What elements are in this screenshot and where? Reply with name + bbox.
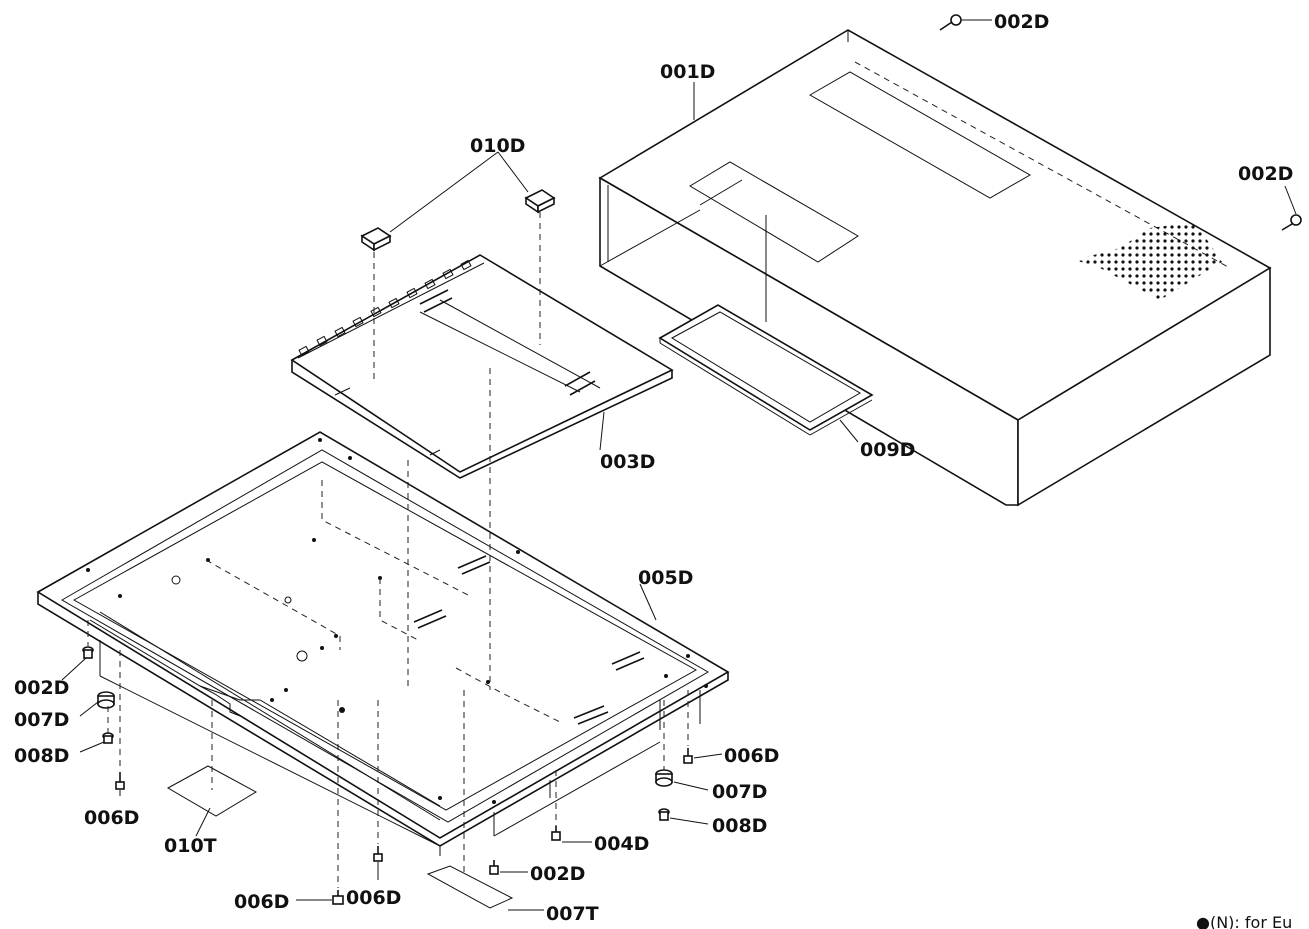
label-006D-left: 006D: [84, 807, 139, 829]
screw-002D-bottom: [489, 860, 499, 875]
label-002D-top: 002D: [994, 11, 1049, 33]
label-002D-left: 002D: [14, 677, 69, 699]
top-cover-001D: [598, 29, 1272, 507]
filter-panel-009D: [658, 304, 874, 436]
label-006D-mid: 006D: [346, 887, 401, 909]
screw-004D: [551, 826, 561, 841]
sheet-010T: [166, 765, 258, 817]
screw-006D-bottom: [332, 890, 344, 905]
leader-lines: [61, 19, 1297, 911]
screw-008D-right: [658, 808, 670, 821]
label-007D-right: 007D: [712, 781, 767, 803]
shield-plate-003D: [290, 254, 674, 479]
label-002D-bottom: 002D: [530, 863, 585, 885]
screw-002D-top: [939, 14, 962, 31]
label-008D-left: 008D: [14, 745, 69, 767]
label-004D: 004D: [594, 833, 649, 855]
foot-007D-right: [655, 769, 673, 787]
screw-008D-left: [102, 732, 114, 744]
screw-006D-mid: [373, 846, 383, 862]
screw-006D-right: [683, 748, 693, 764]
label-002D-right: 002D: [1238, 163, 1293, 185]
label-007D-left: 007D: [14, 709, 69, 731]
label-007T: 007T: [546, 903, 599, 925]
label-010D: 010D: [470, 135, 525, 157]
cushion-010D-left: [360, 227, 392, 252]
cushion-010D-right: [524, 189, 556, 214]
part-labels: 002D 001D 002D 010D 003D 009D 005D 002D …: [14, 11, 1293, 929]
label-003D: 003D: [600, 451, 655, 473]
footnote: ●(N): for Eu: [1196, 913, 1292, 929]
bottom-chassis-005D: [36, 431, 730, 856]
label-001D: 001D: [660, 61, 715, 83]
label-005D: 005D: [638, 567, 693, 589]
label-010T: 010T: [164, 835, 217, 857]
vent-holes: [1075, 222, 1222, 300]
label-008D-right: 008D: [712, 815, 767, 837]
screw-002D-left-foot: [82, 646, 94, 659]
label-006D-right: 006D: [724, 745, 779, 767]
screw-002D-right: [1281, 214, 1302, 231]
sheet-007T: [426, 865, 514, 909]
assembly-lines: [87, 212, 689, 888]
screw-006D-left: [115, 772, 125, 790]
foot-007D-left: [97, 691, 115, 709]
label-009D: 009D: [860, 439, 915, 461]
label-006D-bottom: 006D: [234, 891, 289, 913]
